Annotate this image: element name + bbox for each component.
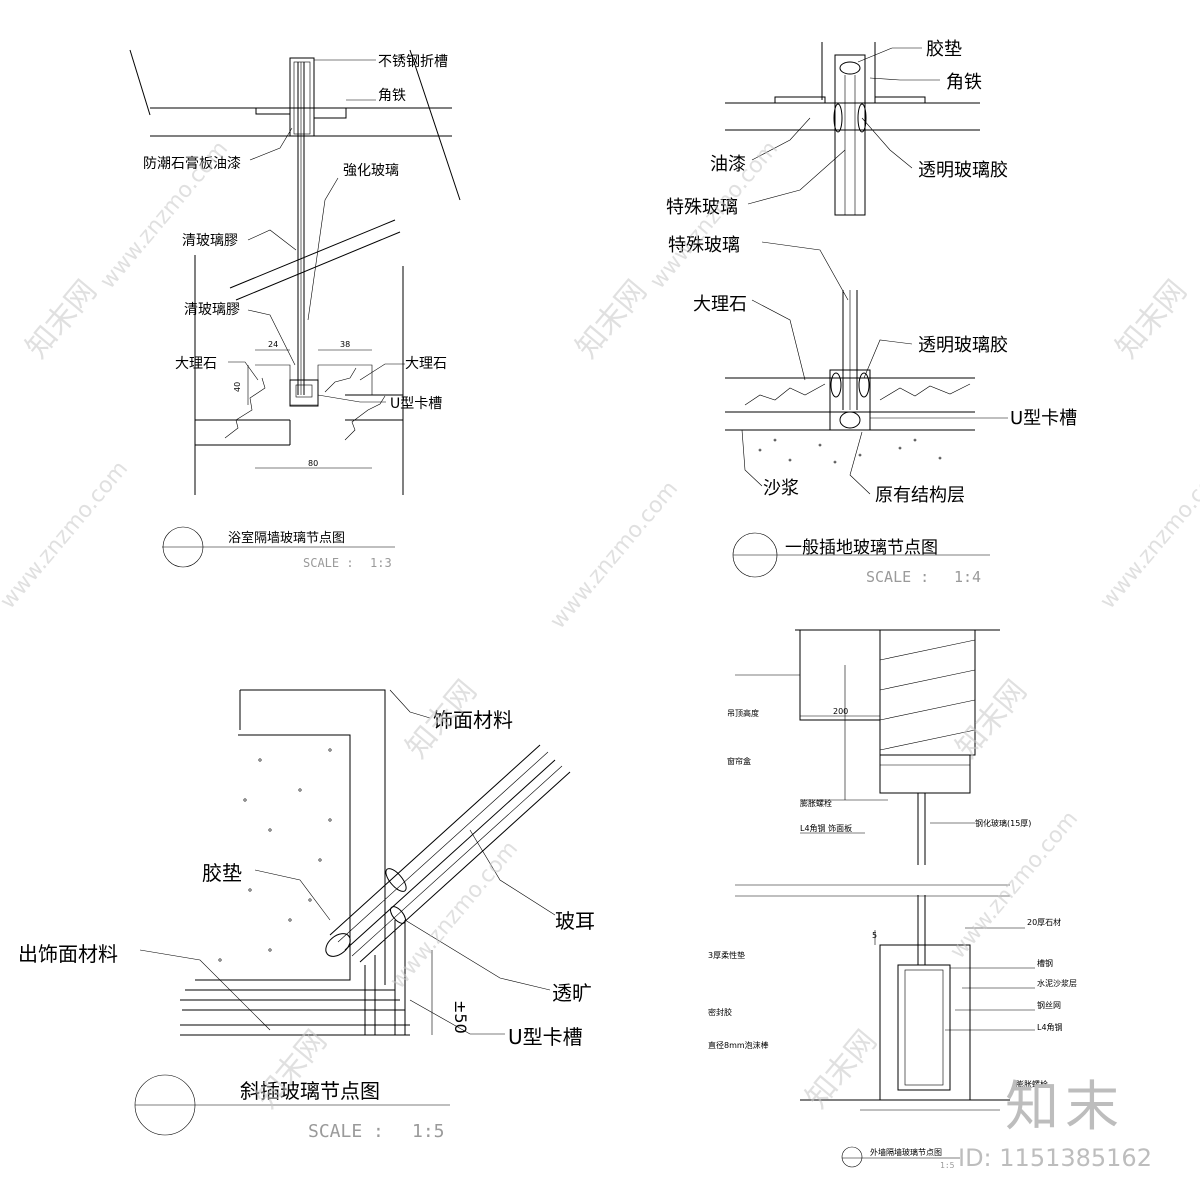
label-paint: 油漆 (710, 154, 746, 175)
dim-24: 24 (268, 340, 278, 349)
watermark-text: www.znzmo.com (385, 836, 523, 993)
diagram-exterior-wall-glass: 200 5 吊顶高度 窗帘盒 膨胀螺栓 L4角钢 饰面板 钢化玻璃(15厚) 2… (708, 629, 1077, 1170)
label-curtain-box: 窗帘盒 (727, 756, 751, 766)
scale-value-diagram3: 1:5 (412, 1121, 445, 1142)
watermark-layer: 知末网 www.znzmo.com 知末网 www.znzmo.com 知末网 … (0, 136, 1200, 1115)
scale-label-diagram1: SCALE : (303, 556, 354, 570)
label-rubber-pad-3: 胶垫 (202, 861, 242, 885)
brand-id: ID: 1151385162 (958, 1144, 1152, 1172)
label-special-glass-top: 特殊玻璃 (666, 197, 738, 218)
watermark-text: www.znzmo.com (545, 476, 683, 633)
label-cement-mortar: 水泥沙浆层 (1037, 978, 1077, 988)
label-angle-iron: 角铁 (378, 88, 406, 104)
label-glass-cut: 玻耳 (555, 909, 595, 933)
watermark-text: 知末网 (19, 274, 104, 365)
label-steel-mesh: 钢丝网 (1037, 1000, 1061, 1010)
watermark-text: 知末网 (1109, 274, 1194, 365)
label-marble-left: 大理石 (175, 356, 217, 372)
scale-value-diagram2: 1:4 (954, 568, 981, 586)
label-stainless-channel: 不锈钢折槽 (378, 54, 448, 70)
label-clear-glue-top: 透明玻璃胶 (918, 160, 1008, 181)
label-special-glass-bottom: 特殊玻璃 (668, 235, 740, 256)
label-rubber-pad: 胶垫 (926, 39, 962, 60)
label-structure-layer: 原有结构层 (875, 485, 965, 506)
label-clear-glue-1: 清玻璃膠 (182, 232, 238, 249)
label-finish-material: 饰面材料 (433, 708, 513, 732)
label-angle-steel: L4角钢 (1037, 1022, 1063, 1032)
scale-label-diagram3: SCALE : (308, 1121, 384, 1142)
dim-200: 200 (833, 707, 848, 716)
brand-logo: 知末 (1005, 1075, 1125, 1138)
label-clear-glue-2: 清玻璃膠 (184, 301, 240, 318)
label-bolt-bottom: 膨胀螺栓 (1016, 1079, 1048, 1089)
label-tempered-glass-15: 钢化玻璃(15厚) (975, 818, 1031, 828)
title-diagram2: 一般插地玻璃节点图 (785, 538, 938, 558)
watermark-text: www.znzmo.com (1095, 456, 1200, 613)
scale-value-diagram1: 1:3 (370, 556, 392, 570)
label-clear-cut: 透旷 (552, 981, 592, 1005)
scale-value-diagram4: 1:5 (940, 1161, 955, 1170)
label-channel-steel: 槽钢 (1037, 958, 1053, 968)
label-marble: 大理石 (693, 294, 747, 315)
label-angle-iron-2: 角铁 (946, 72, 982, 93)
title-diagram4: 外墙隔墙玻璃节点图 (870, 1147, 942, 1157)
watermark-text: www.znzmo.com (0, 456, 133, 613)
watermark-text: 知末网 (949, 674, 1034, 765)
dim-40: 40 (233, 382, 242, 392)
label-u-channel-2: U型卡槽 (1010, 408, 1077, 429)
diagram-bathroom-partition: 24 38 40 80 不锈钢折槽 角铁 防潮石膏板油漆 強化玻璃 清玻璃膠 清… (129, 49, 461, 570)
label-angle-steel-panel: L4角钢 饰面板 (800, 823, 852, 833)
dim-38: 38 (340, 340, 350, 349)
label-clear-glue-bottom: 透明玻璃胶 (918, 335, 1008, 356)
dim-5: 5 (872, 931, 877, 940)
label-ceiling-height: 吊顶高度 (727, 708, 759, 718)
label-sealant: 密封胶 (708, 1007, 732, 1017)
label-gypsum-board: 防潮石膏板油漆 (143, 155, 241, 172)
dim-80: 80 (308, 459, 318, 468)
label-expansion-bolt: 膨胀螺栓 (800, 798, 832, 808)
label-u-channel-3: U型卡槽 (508, 1025, 583, 1049)
dim-offset-50: ±50 (451, 1000, 470, 1034)
label-flexible-pad: 3厚柔性垫 (708, 950, 745, 960)
scale-label-diagram2: SCALE : (866, 568, 929, 586)
label-u-channel: U型卡槽 (390, 396, 442, 412)
label-mortar: 沙浆 (763, 478, 799, 499)
title-diagram3: 斜插玻璃节点图 (240, 1079, 380, 1103)
label-finish-material-cut: 出饰面材料 (18, 942, 118, 966)
diagram-inclined-glass: ±50 饰面材料 胶垫 出饰面材料 玻耳 透旷 U型卡槽 斜插玻璃节点图 SCA… (18, 689, 595, 1142)
label-foam-rod: 直径8mm泡沫棒 (708, 1040, 769, 1050)
diagram-floor-inserted-glass: 胶垫 角铁 油漆 透明玻璃胶 特殊玻璃 特殊玻璃 大理石 透明玻璃胶 U型卡槽 … (666, 39, 1077, 586)
watermark-text: 知末网 (569, 274, 654, 365)
label-tempered-glass: 強化玻璃 (343, 162, 399, 179)
label-stone-20: 20厚石材 (1027, 917, 1061, 927)
title-diagram1: 浴室隔墙玻璃节点图 (228, 530, 345, 546)
label-marble-right: 大理石 (405, 356, 447, 372)
watermark-text: 知末网 (799, 1024, 884, 1115)
